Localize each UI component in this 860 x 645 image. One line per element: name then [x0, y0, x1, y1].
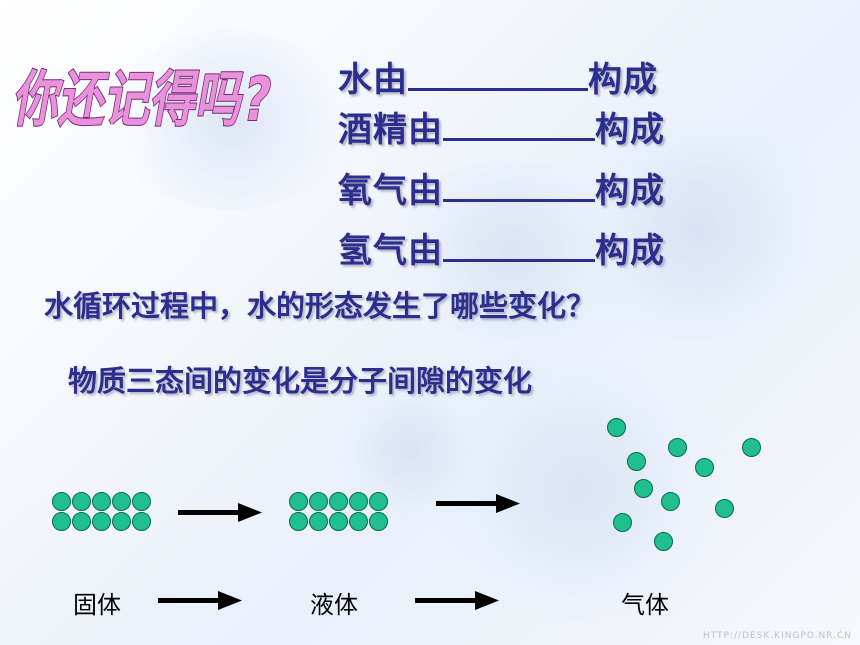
- molecule: [52, 512, 71, 531]
- molecule: [289, 512, 308, 531]
- arrow-right-icon: [178, 503, 262, 522]
- molecule: [369, 492, 388, 511]
- molecule: [668, 438, 687, 457]
- molecule: [309, 512, 328, 531]
- water-cycle-question: 水循环过程中，水的形态发生了哪些变化？: [44, 289, 596, 323]
- molecule: [92, 492, 111, 511]
- fill-in-oxygen: 氧气由构成: [338, 169, 665, 211]
- molecule: [715, 499, 734, 518]
- background-flower: [430, 360, 730, 620]
- molecule: [92, 512, 111, 531]
- background-flower: [110, 30, 350, 210]
- arrow-right-icon: [415, 591, 499, 610]
- molecule: [695, 458, 714, 477]
- molecule: [329, 492, 348, 511]
- background-flower: [380, 160, 640, 340]
- molecule: [349, 512, 368, 531]
- answer-blank[interactable]: [443, 108, 595, 141]
- molecule: [132, 512, 151, 531]
- slide-title: 你还记得吗?: [8, 64, 276, 135]
- arrow-right-icon: [158, 591, 242, 610]
- molecule: [634, 479, 653, 498]
- molecule: [349, 492, 368, 511]
- gas-label: 气体: [621, 591, 669, 619]
- watermark: HTTP://DESK.KINGPO.NR.CN: [702, 631, 852, 641]
- arrow-right-icon: [436, 494, 520, 513]
- state-change-statement: 物质三态间的变化是分子间隙的变化: [68, 364, 533, 398]
- molecule: [112, 492, 131, 511]
- fill-in-hydrogen: 氢气由构成: [338, 229, 665, 271]
- molecule: [607, 418, 626, 437]
- svg-text:你还记得吗?: 你还记得吗?: [9, 65, 276, 134]
- molecule: [132, 492, 151, 511]
- answer-blank[interactable]: [408, 58, 588, 91]
- molecule: [742, 438, 761, 457]
- molecule: [112, 512, 131, 531]
- molecule: [309, 492, 328, 511]
- molecule: [627, 452, 646, 471]
- molecule: [52, 492, 71, 511]
- molecule: [72, 512, 91, 531]
- molecule: [661, 492, 680, 511]
- fill-in-water: 水由构成: [338, 58, 658, 100]
- molecule: [613, 513, 632, 532]
- answer-blank[interactable]: [443, 229, 595, 262]
- molecule: [72, 492, 91, 511]
- fill-in-alcohol: 酒精由构成: [338, 108, 665, 150]
- molecule: [369, 512, 388, 531]
- answer-blank[interactable]: [443, 169, 595, 202]
- molecule: [289, 492, 308, 511]
- liquid-label: 液体: [310, 591, 358, 619]
- molecule: [654, 532, 673, 551]
- molecule: [329, 512, 348, 531]
- solid-label: 固体: [73, 591, 121, 619]
